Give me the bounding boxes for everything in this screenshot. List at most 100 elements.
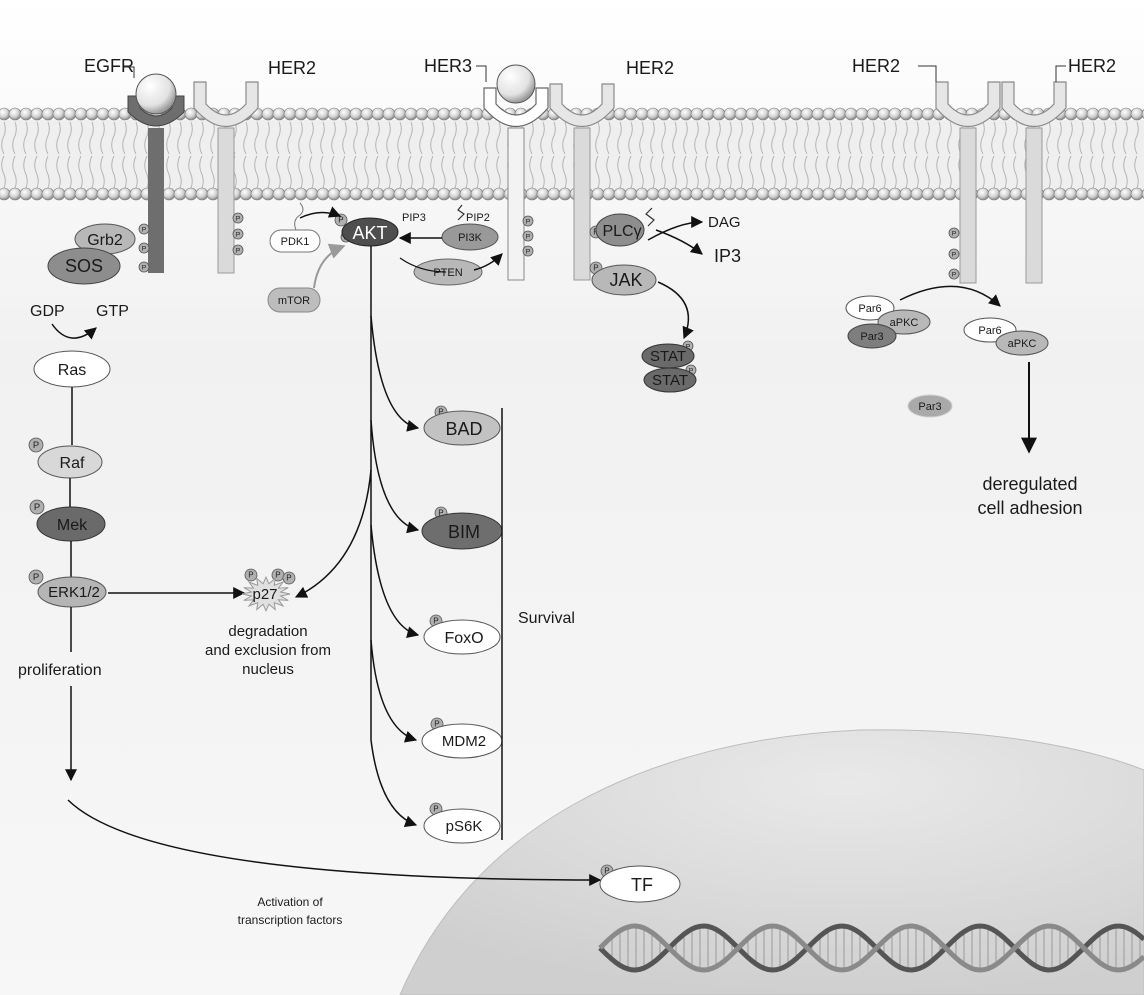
ip3-label: IP3 bbox=[714, 246, 741, 266]
lipid-head bbox=[239, 187, 253, 201]
par3-node-b bbox=[907, 394, 953, 418]
apkc-node-a bbox=[877, 309, 931, 335]
phosphate-marker: P bbox=[282, 571, 296, 585]
svg-text:P: P bbox=[689, 367, 694, 374]
lipid-head bbox=[1075, 187, 1089, 201]
lipid-head bbox=[393, 107, 407, 121]
bad-node bbox=[423, 410, 501, 446]
akt-bad-arrow bbox=[370, 315, 420, 432]
her3-label: HER3 bbox=[424, 56, 472, 76]
lipid-head bbox=[371, 187, 385, 201]
her2-receptor-d bbox=[1001, 81, 1067, 284]
dna-helix bbox=[598, 923, 1144, 973]
lipid-head bbox=[448, 107, 462, 121]
gdp-label: GDP bbox=[30, 303, 65, 320]
svg-text:P: P bbox=[526, 248, 531, 255]
par6-label-b: Par6 bbox=[978, 325, 1001, 337]
sos-label: SOS bbox=[65, 256, 103, 276]
lipid-head bbox=[910, 107, 924, 121]
lipid-head bbox=[789, 107, 803, 121]
svg-text:P: P bbox=[236, 247, 241, 254]
foxo-label: FoxO bbox=[444, 630, 483, 647]
activation-line2: transcription factors bbox=[238, 913, 343, 927]
pten-node bbox=[413, 258, 483, 286]
her2-label-a: HER2 bbox=[268, 58, 316, 78]
svg-text:P: P bbox=[236, 231, 241, 238]
svg-text:P: P bbox=[686, 343, 691, 350]
akt-foxo-arrow bbox=[370, 524, 420, 639]
lipid-head bbox=[349, 107, 363, 121]
lipid-head bbox=[602, 187, 616, 201]
lipid-head bbox=[206, 187, 220, 201]
mtor-label: mTOR bbox=[278, 295, 310, 307]
jak-node bbox=[591, 264, 657, 296]
pip3-label: PIP3 bbox=[402, 212, 426, 224]
phosphate-marker: P bbox=[29, 499, 45, 515]
lipid-head bbox=[1053, 187, 1067, 201]
survival-label: Survival bbox=[518, 610, 575, 627]
lipid-head bbox=[591, 187, 605, 201]
ligand-ball bbox=[496, 64, 536, 104]
lipid-head bbox=[745, 107, 759, 121]
lipid-head bbox=[1009, 187, 1023, 201]
pi3k-label: PI3K bbox=[458, 232, 483, 244]
phosphate-marker: P bbox=[138, 242, 150, 254]
p27-node bbox=[241, 575, 291, 613]
lipid-head bbox=[536, 187, 550, 201]
lipid-head bbox=[1086, 187, 1100, 201]
lipid-head bbox=[8, 107, 22, 121]
lipid-head bbox=[52, 187, 66, 201]
tf-activation-arrow bbox=[67, 799, 602, 886]
lipid-head bbox=[987, 187, 1001, 201]
lipid-head bbox=[349, 187, 363, 201]
lipid-head bbox=[283, 187, 297, 201]
lipid-head bbox=[690, 187, 704, 201]
her2-label-c: HER2 bbox=[852, 56, 900, 76]
svg-text:P: P bbox=[286, 574, 291, 583]
stat-node-2 bbox=[643, 367, 697, 393]
phosphate-marker: P bbox=[244, 568, 258, 582]
lipid-head bbox=[767, 107, 781, 121]
lipid-head bbox=[360, 107, 374, 121]
phosphate-marker: P bbox=[948, 227, 960, 239]
lipid-head bbox=[294, 187, 308, 201]
tf-label: TF bbox=[631, 875, 653, 895]
lipid-head bbox=[316, 107, 330, 121]
sos-node bbox=[47, 247, 121, 285]
lipid-head bbox=[173, 187, 187, 201]
lipid-head bbox=[1042, 187, 1056, 201]
lipid-head bbox=[415, 187, 429, 201]
lipid-head bbox=[679, 107, 693, 121]
lipid-head bbox=[327, 187, 341, 201]
lipid-head bbox=[778, 187, 792, 201]
lipid-head bbox=[789, 187, 803, 201]
svg-text:P: P bbox=[248, 571, 253, 580]
lipid-head bbox=[448, 187, 462, 201]
phosphate-marker: P bbox=[28, 569, 44, 585]
plc-label: PLCγ bbox=[602, 223, 641, 240]
lipid-head bbox=[305, 187, 319, 201]
svg-text:P: P bbox=[338, 216, 343, 225]
akt-pten-arrow bbox=[399, 257, 447, 273]
lipid-head bbox=[646, 187, 660, 201]
lipid-head bbox=[613, 187, 627, 201]
ligand-ball bbox=[135, 73, 177, 115]
bim-label: BIM bbox=[448, 522, 480, 542]
lipid-head bbox=[393, 187, 407, 201]
erk-node bbox=[37, 576, 107, 608]
lipid-head bbox=[745, 187, 759, 201]
gdp-gtp-arrow bbox=[51, 323, 97, 340]
lipid-head bbox=[811, 187, 825, 201]
lipid-head bbox=[382, 107, 396, 121]
lipid-head bbox=[459, 107, 473, 121]
svg-text:P: P bbox=[142, 245, 147, 252]
lipid-head bbox=[437, 107, 451, 121]
lipid-head bbox=[52, 107, 66, 121]
lipid-head bbox=[1097, 187, 1111, 201]
lipid-head bbox=[63, 107, 77, 121]
lipid-head bbox=[107, 107, 121, 121]
akt-mdm2-arrow bbox=[370, 639, 418, 743]
svg-text:P: P bbox=[438, 509, 443, 518]
lipid-head bbox=[294, 107, 308, 121]
